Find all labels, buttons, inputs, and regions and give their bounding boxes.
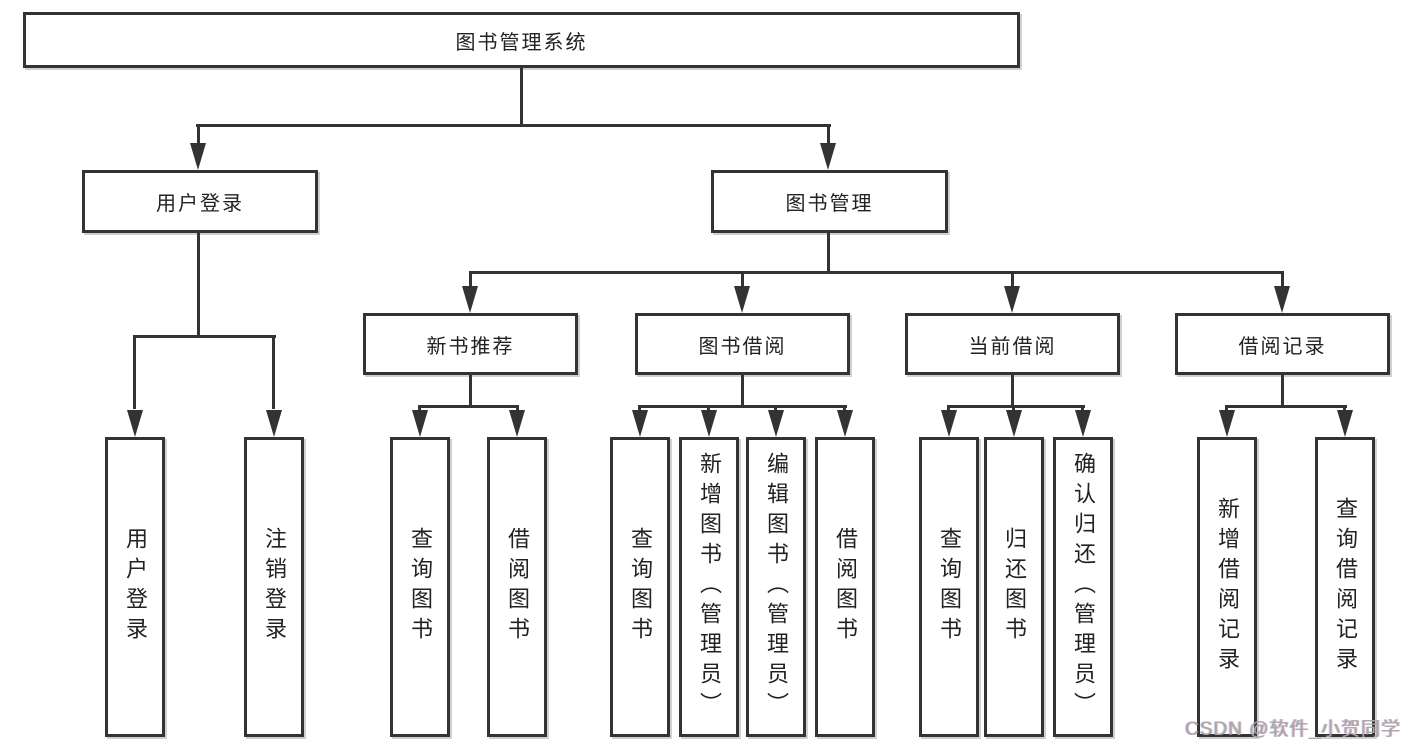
arrow-down-icon (190, 143, 206, 170)
connector-line (843, 405, 846, 414)
arrow-down-icon (1004, 286, 1020, 313)
node-book-borrow: 图书借阅 (635, 313, 850, 375)
arrow-down-icon (266, 410, 282, 437)
connector-line (196, 124, 831, 127)
connector-line (741, 271, 744, 289)
connector-line (197, 124, 200, 148)
arrow-down-icon (941, 410, 957, 437)
leaf-borrow-books-borrow: 借阅图书 (815, 437, 875, 737)
node-book-management: 图书管理 (711, 170, 948, 233)
arrow-down-icon (632, 410, 648, 437)
connector-line (469, 271, 472, 289)
node-user-login: 用户登录 (82, 170, 318, 233)
node-borrow-records: 借阅记录 (1175, 313, 1390, 375)
connector-line (1225, 405, 1228, 414)
connector-line (707, 405, 710, 414)
leaf-query-books-current: 查询图书 (919, 437, 979, 737)
connector-line (741, 375, 744, 408)
connector-line (774, 405, 777, 414)
arrow-down-icon (1337, 410, 1353, 437)
arrow-down-icon (1075, 410, 1091, 437)
node-current-borrow: 当前借阅 (905, 313, 1120, 375)
connector-line (520, 68, 523, 126)
csdn-watermark: CSDN @软件_小贺同学 (1185, 719, 1401, 740)
arrow-down-icon (820, 143, 836, 170)
arrow-down-icon (412, 410, 428, 437)
leaf-return-book: 归还图书 (984, 437, 1044, 737)
arrow-down-icon (127, 410, 143, 437)
connector-line (638, 405, 641, 414)
connector-line (638, 405, 847, 408)
leaf-user-login: 用户登录 (105, 437, 165, 737)
connector-line (827, 124, 830, 148)
connector-line (1011, 271, 1014, 289)
connector-line (1281, 271, 1284, 289)
connector-line (1225, 405, 1347, 408)
arrow-down-icon (1006, 410, 1022, 437)
leaf-query-borrow-record: 查询借阅记录 (1315, 437, 1375, 737)
arrow-down-icon (701, 410, 717, 437)
connector-line (1081, 405, 1084, 414)
connector-line (418, 405, 519, 408)
connector-line (133, 335, 136, 409)
connector-line (1281, 375, 1284, 408)
connector-line (516, 405, 519, 414)
arrow-down-icon (734, 286, 750, 313)
node-new-book-recommend: 新书推荐 (363, 313, 578, 375)
connector-line (133, 335, 276, 338)
leaf-query-books-borrow: 查询图书 (610, 437, 670, 737)
connector-line (469, 375, 472, 408)
connector-line (1012, 405, 1015, 414)
arrow-down-icon (509, 410, 525, 437)
leaf-confirm-return-admin: 确认归还（管理员） (1053, 437, 1113, 737)
arrow-down-icon (1219, 410, 1235, 437)
connector-line (1343, 405, 1346, 414)
connector-line (1011, 375, 1014, 408)
arrow-down-icon (462, 286, 478, 313)
connector-line (197, 233, 200, 337)
connector-line (272, 335, 275, 409)
node-system-title: 图书管理系统 (23, 12, 1020, 68)
leaf-borrow-books-recommend: 借阅图书 (487, 437, 547, 737)
arrow-down-icon (837, 410, 853, 437)
connector-line (827, 233, 830, 274)
connector-line (418, 405, 421, 414)
connector-line (469, 271, 1284, 274)
arrow-down-icon (1274, 286, 1290, 313)
connector-line (947, 405, 950, 414)
leaf-edit-book-admin: 编辑图书（管理员） (746, 437, 806, 737)
arrow-down-icon (768, 410, 784, 437)
leaf-logout: 注销登录 (244, 437, 304, 737)
connector-line (947, 405, 1085, 408)
leaf-add-borrow-record: 新增借阅记录 (1197, 437, 1257, 737)
leaf-query-books-recommend: 查询图书 (390, 437, 450, 737)
leaf-add-book-admin: 新增图书（管理员） (679, 437, 739, 737)
